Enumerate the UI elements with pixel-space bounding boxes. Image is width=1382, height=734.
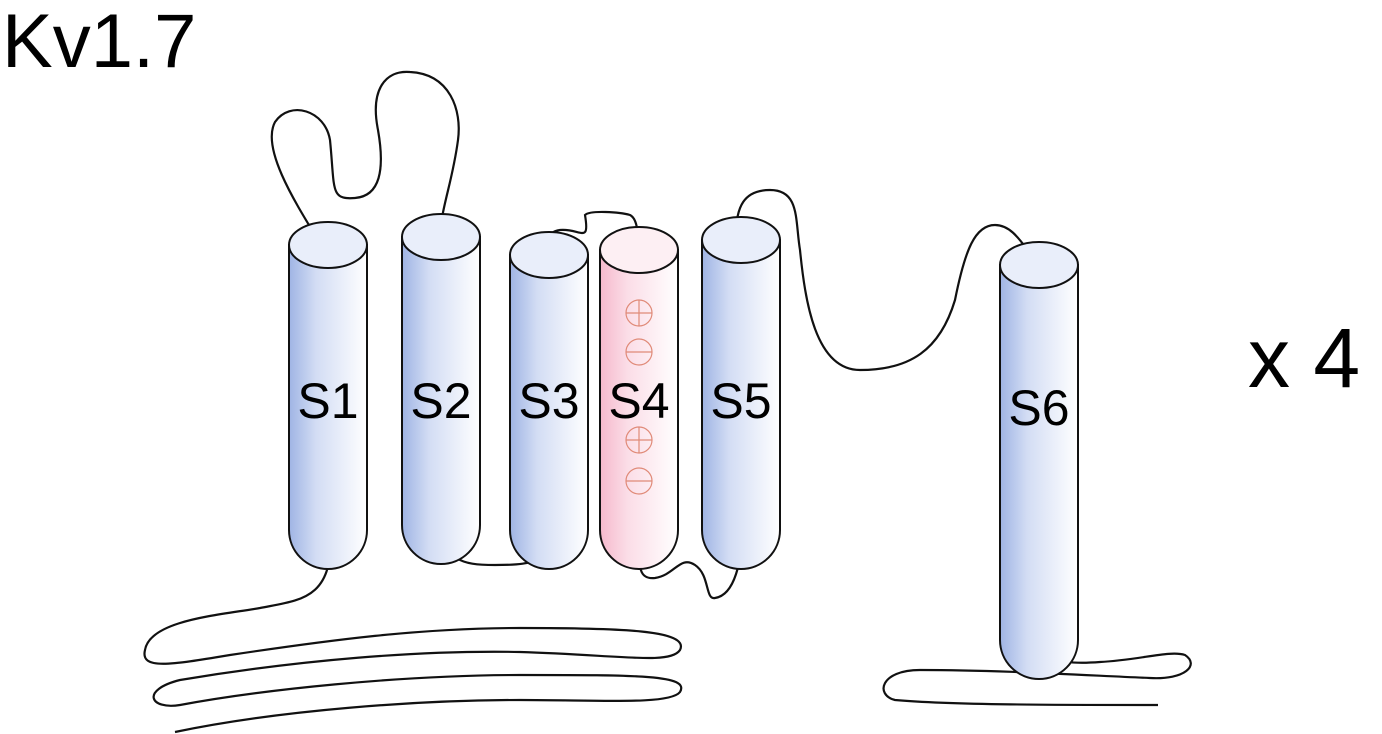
helix-s5: S5 (701, 216, 781, 570)
helix-body (288, 244, 368, 570)
helix-s3: S3 (509, 231, 589, 570)
helix-body (599, 249, 679, 570)
helix-top-cap (701, 216, 781, 264)
helix-body (999, 264, 1079, 680)
helix-label: S4 (608, 373, 669, 429)
protein-title: Kv1.7 (2, 0, 197, 84)
helix-label: S1 (297, 373, 358, 429)
subunit-multiplier: x 4 (1248, 311, 1361, 405)
helix-s2: S2 (401, 213, 481, 565)
s4-s5-linker (638, 529, 744, 600)
positive-charge-icon (625, 299, 653, 327)
s5-s6-pore-loop (734, 188, 1041, 372)
negative-charge-icon (625, 467, 653, 495)
helix-body (701, 239, 781, 570)
helix-label: S3 (518, 373, 579, 429)
helix-top-cap (599, 226, 679, 274)
helix-top-cap (288, 221, 368, 269)
helix-top-cap (509, 231, 589, 279)
helix-top-cap (401, 213, 481, 261)
helix-body (509, 254, 589, 570)
helix-label: S6 (1008, 380, 1069, 436)
helix-s4: S4 (599, 226, 679, 570)
helix-top-cap (999, 241, 1079, 289)
helix-body (401, 236, 481, 565)
n-terminus (143, 529, 683, 734)
helix-label: S5 (710, 373, 771, 429)
helix-label: S2 (410, 373, 471, 429)
helix-s1: S1 (288, 221, 368, 570)
positive-charge-icon (625, 426, 653, 454)
negative-charge-icon (625, 338, 653, 366)
helix-s6: S6 (999, 241, 1079, 680)
s1-s2-extracellular-loop (270, 70, 460, 249)
